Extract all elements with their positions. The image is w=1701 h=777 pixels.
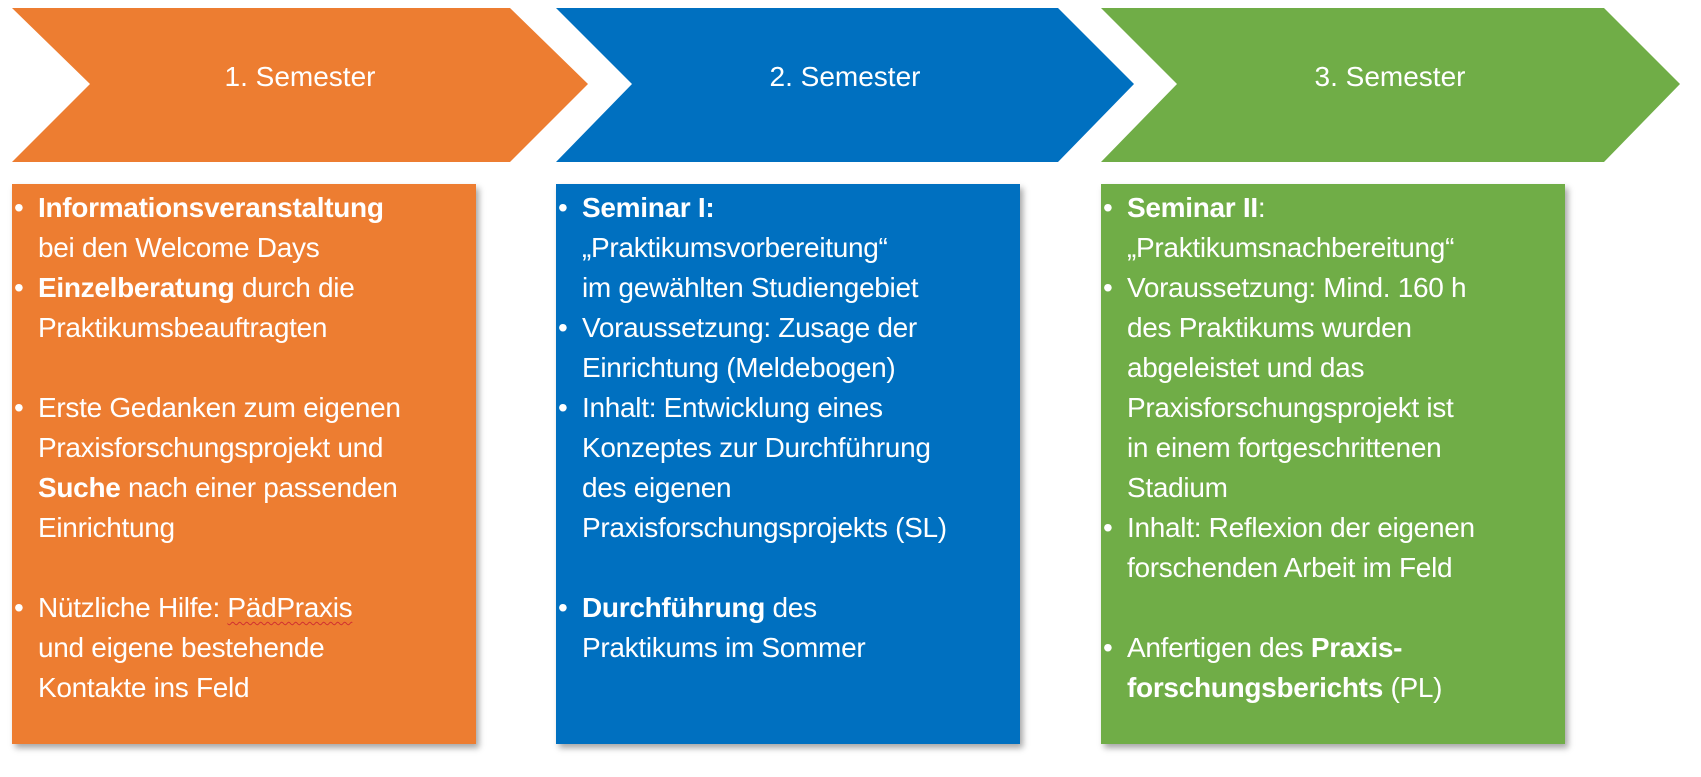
bullet-text: Praxisforschungsprojekt und [38, 432, 384, 463]
bullet-text: (PL) [1382, 672, 1443, 703]
bullet-text: Anfertigen des [1127, 632, 1311, 663]
chevron-semester-2 [556, 8, 1134, 162]
semester-2-title: 2. Semester [769, 61, 921, 92]
bullet-text: Einrichtung (Meldebogen) [582, 352, 896, 383]
chevron-semester-3 [1101, 8, 1680, 162]
bullet-text: Praxisforschungsprojekt ist [1127, 392, 1454, 423]
bullet-bold-text: Seminar II [1127, 192, 1258, 223]
bullet-text: Inhalt: Reflexion der eigenen [1127, 512, 1475, 543]
list-item: Anfertigen des Praxis- forschungsbericht… [1101, 628, 1565, 708]
chevron-semester-1 [12, 8, 588, 162]
bullet-text: : [1257, 192, 1266, 223]
bullet-text: und eigene bestehende [38, 632, 325, 663]
bullet-text: Kontakte ins Feld [38, 672, 250, 703]
bullet-text: Erste Gedanken zum eigenen [38, 392, 401, 423]
semester-1-bullet-list: Informationsveranstaltung bei den Welcom… [12, 188, 476, 708]
bullet-text: im gewählten Studiengebiet [582, 272, 919, 303]
bullet-text: Voraussetzung: Mind. 160 h [1127, 272, 1467, 303]
bullet-text: des eigenen [582, 472, 732, 503]
bullet-text-flagged: PädPraxis [227, 592, 353, 623]
bullet-text: „Praktikumsnachbereitung“ [1127, 232, 1455, 263]
bullet-text: Einrichtung [38, 512, 175, 543]
bullet-text: Stadium [1127, 472, 1228, 503]
bullet-bold-text: Einzelberatung [38, 272, 235, 303]
bullet-text: des [765, 592, 818, 623]
bullet-text: Praktikums im Sommer [582, 632, 866, 663]
bullet-bold-text: Suche [38, 472, 121, 503]
list-item: Durchführung des Praktikums im Sommer [556, 588, 1020, 668]
bullet-text: Konzeptes zur Durchführung [582, 432, 931, 463]
bullet-text: bei den Welcome Days [38, 232, 320, 263]
semester-3-title: 3. Semester [1314, 61, 1466, 92]
bullet-text: abgeleistet und das [1127, 352, 1365, 383]
list-item: Voraussetzung: Mind. 160 h des Praktikum… [1101, 268, 1565, 508]
list-item: Seminar II: „Praktikumsnachbereitung“ [1101, 188, 1565, 268]
list-item: Voraussetzung: Zusage der Einrichtung (M… [556, 308, 1020, 388]
semester-3-content-box: Seminar II: „Praktikumsnachbereitung“ Vo… [1101, 184, 1565, 744]
semester-1-content-box: Informationsveranstaltung bei den Welcom… [12, 184, 476, 744]
semester-1-title: 1. Semester [224, 61, 376, 92]
list-item: Seminar I: „Praktikumsvorbereitung“ im g… [556, 188, 1020, 308]
list-item: Inhalt: Reflexion der eigenen forschende… [1101, 508, 1565, 588]
bullet-bold-text: Durchführung [582, 592, 766, 623]
semester-2-content-box: Seminar I: „Praktikumsvorbereitung“ im g… [556, 184, 1020, 744]
bullet-text: Praktikumsbeauftragten [38, 312, 328, 343]
bullet-text: in einem fortgeschrittenen [1127, 432, 1442, 463]
bullet-bold-text: Informationsveranstaltung [38, 192, 384, 223]
bullet-text: des Praktikums wurden [1127, 312, 1412, 343]
bullet-text: Voraussetzung: Zusage der [582, 312, 917, 343]
bullet-text: nach einer passenden [120, 472, 398, 503]
list-item: Informationsveranstaltung bei den Welcom… [12, 188, 476, 268]
list-item: Inhalt: Entwicklung eines Konzeptes zur … [556, 388, 1020, 548]
bullet-text: „Praktikumsvorbereitung“ [582, 232, 888, 263]
bullet-text: durch die [234, 272, 355, 303]
list-item: Erste Gedanken zum eigenen Praxisforschu… [12, 388, 476, 548]
list-item: Einzelberatung durch die Praktikumsbeauf… [12, 268, 476, 348]
bullet-text: Praxisforschungsprojekts (SL) [582, 512, 947, 543]
semester-chevrons [12, 8, 1680, 162]
bullet-text: Nützliche Hilfe: [38, 592, 228, 623]
list-item: Nützliche Hilfe: PädPraxis und eigene be… [12, 588, 476, 708]
semester-2-bullet-list: Seminar I: „Praktikumsvorbereitung“ im g… [556, 188, 1020, 668]
semester-3-bullet-list: Seminar II: „Praktikumsnachbereitung“ Vo… [1101, 188, 1565, 708]
bullet-bold-text: forschungsberichts [1127, 672, 1383, 703]
bullet-text: Inhalt: Entwicklung eines [582, 392, 883, 423]
bullet-bold-text: Praxis- [1310, 632, 1403, 663]
bullet-bold-text: Seminar I: [582, 192, 715, 223]
bullet-text: forschenden Arbeit im Feld [1127, 552, 1453, 583]
